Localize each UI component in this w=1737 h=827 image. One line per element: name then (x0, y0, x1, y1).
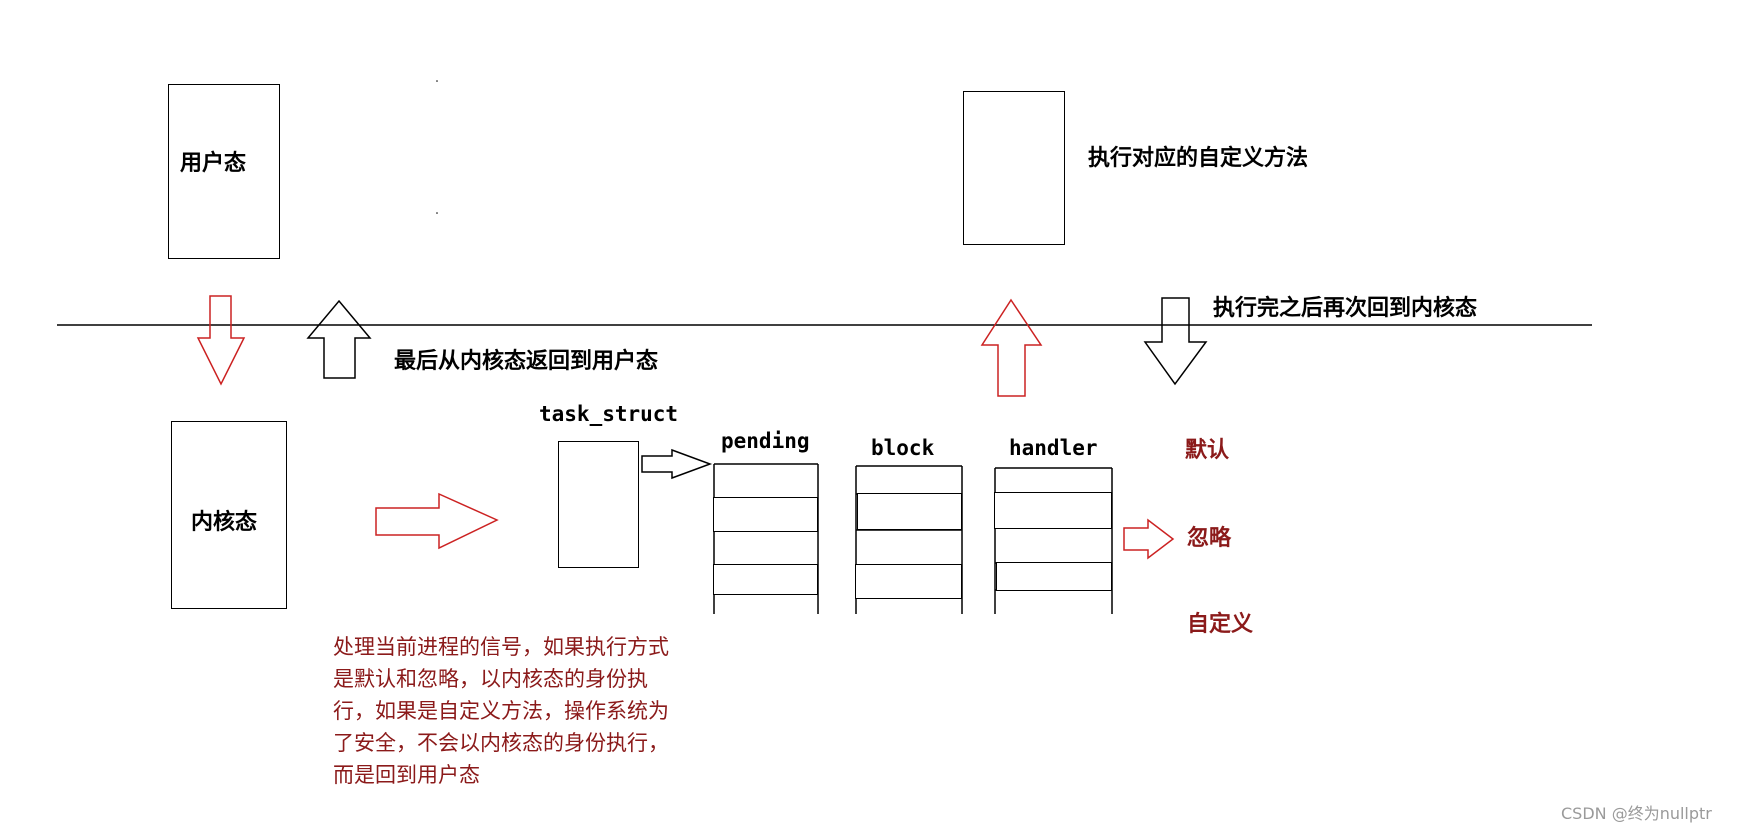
down-arrow-user-to-kernel (196, 295, 246, 386)
watermark: CSDN @终为nullptr (1561, 804, 1712, 823)
handler-option-ignore: 忽略 (1187, 525, 1232, 551)
block-row-highlight (857, 493, 962, 530)
stray-dot (436, 80, 438, 82)
return-to-user-label: 最后从内核态返回到用户态 (394, 348, 659, 374)
handler-option-default: 默认 (1185, 437, 1230, 463)
handler-row-highlight (994, 492, 1112, 529)
handler-row-highlight (996, 562, 1112, 591)
kernel-mode-label: 内核态 (191, 509, 258, 535)
pending-row-highlight (713, 564, 818, 595)
block-label: block (871, 436, 935, 460)
handler-label: handler (1009, 436, 1098, 460)
up-arrow-kernel-to-user-outline (306, 299, 372, 379)
return-to-kernel-label: 执行完之后再次回到内核态 (1213, 295, 1478, 321)
explanation-text: 处理当前进程的信号，如果执行方式 是默认和忽略，以内核态的身份执 行，如果是自定… (333, 631, 669, 791)
up-arrow-kernel-to-user (308, 302, 370, 378)
explanation-line: 了安全，不会以内核态的身份执行， (333, 731, 669, 755)
task-struct-box (558, 441, 639, 568)
stray-dot (436, 212, 438, 214)
right-arrow-to-task-struct (375, 492, 499, 550)
explanation-line: 而是回到用户态 (333, 763, 480, 787)
pending-row-highlight (713, 497, 818, 532)
user-mode-box (168, 84, 280, 259)
kernel-mode-box (171, 421, 287, 609)
custom-handler-box (963, 91, 1065, 245)
down-arrow-back-to-kernel (1143, 297, 1208, 386)
handler-table (994, 467, 1113, 614)
handler-option-custom: 自定义 (1187, 611, 1254, 637)
up-arrow-to-custom-handler (980, 298, 1043, 397)
user-mode-label: 用户态 (180, 150, 247, 176)
block-row-highlight (855, 564, 962, 599)
explanation-line: 行，如果是自定义方法，操作系统为 (333, 699, 669, 723)
explanation-line: 是默认和忽略，以内核态的身份执 (333, 667, 648, 691)
task-struct-label: task_struct (539, 402, 679, 426)
explanation-line: 处理当前进程的信号，如果执行方式 (333, 635, 669, 659)
arrow-task-struct-to-pending (641, 448, 713, 480)
arrow-handler-to-options (1123, 518, 1175, 560)
pending-label: pending (721, 429, 810, 453)
exec-custom-label: 执行对应的自定义方法 (1088, 145, 1309, 171)
